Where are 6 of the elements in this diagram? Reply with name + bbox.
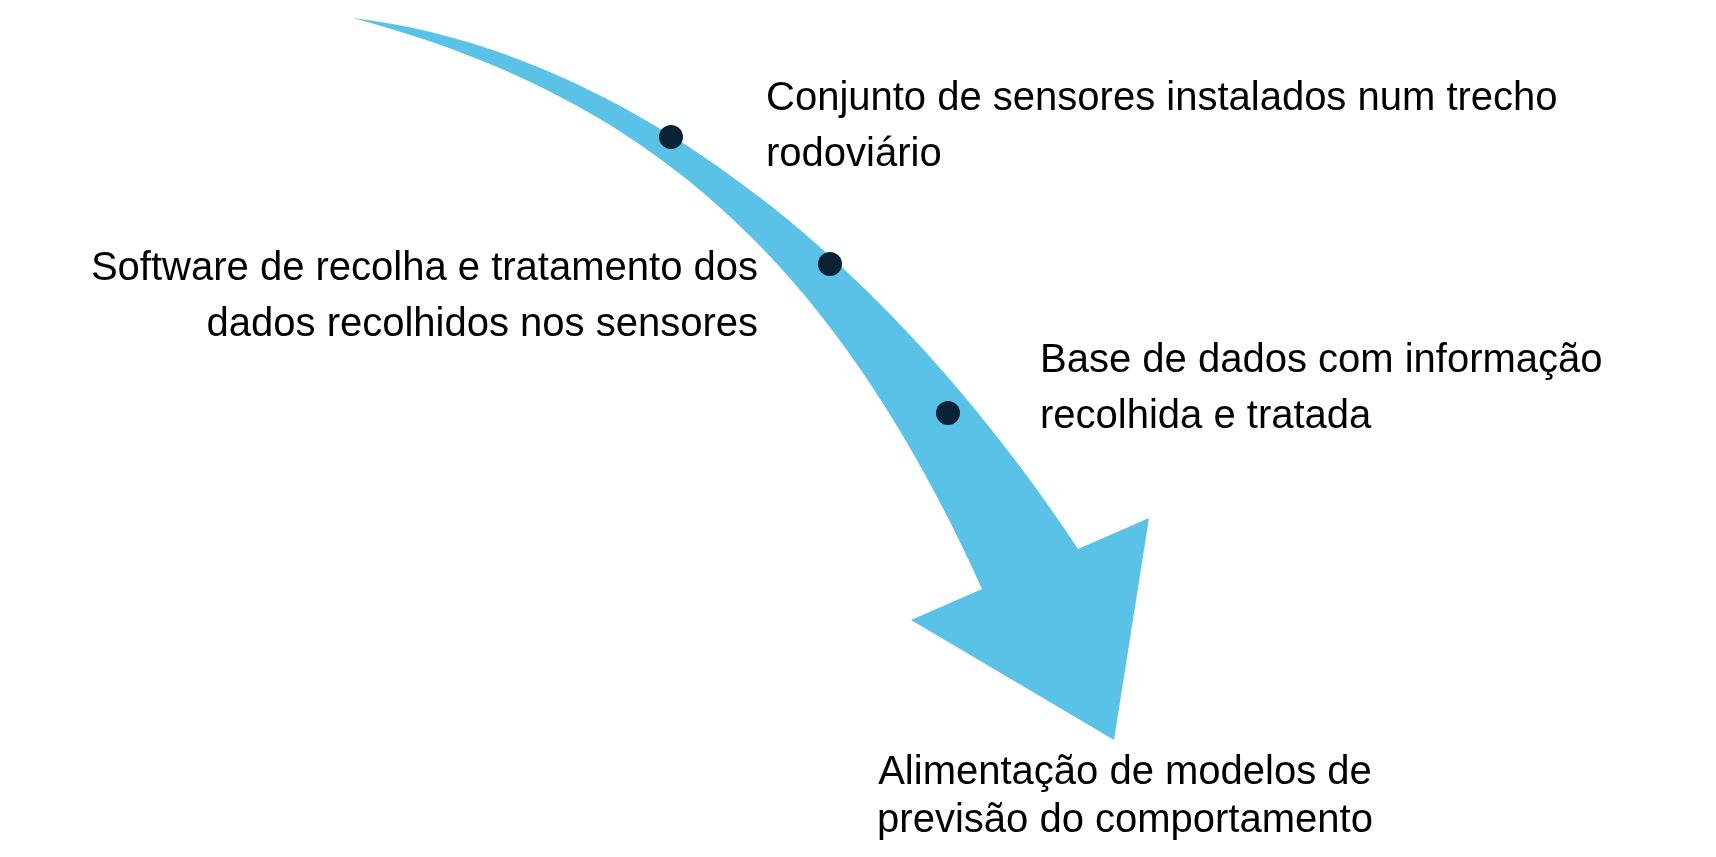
step-text: Software de recolha e tratamento dos dados recolhidos nos sensores <box>89 243 758 346</box>
bullet-dot <box>659 125 683 149</box>
step-text: Conjunto de sensores instalados num trecho rodoviário <box>766 73 1559 176</box>
step-text: Base de dados com informação recolhida e tratada <box>1040 335 1604 438</box>
curved-arrow <box>353 18 1149 740</box>
step-text: Alimentação de modelos de previsão do comportamento <box>876 747 1374 842</box>
